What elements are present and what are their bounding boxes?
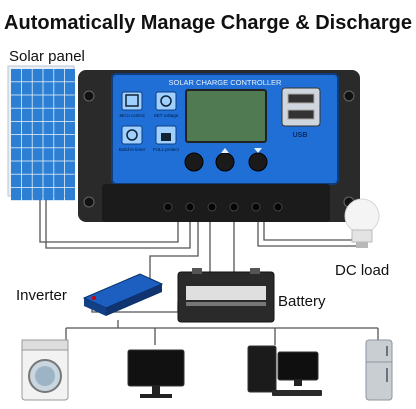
solar-cell xyxy=(21,121,32,135)
inverter-label: Inverter xyxy=(16,287,67,304)
solar-cell xyxy=(54,69,65,82)
solar-cell xyxy=(21,108,32,121)
solar-cell xyxy=(11,135,21,148)
battery-label: Battery xyxy=(278,293,326,310)
clock-icon xyxy=(126,129,138,141)
wires xyxy=(39,195,379,345)
charge-controller: SOLAR CHARGE CONTROLLER MCU control SET … xyxy=(78,70,360,222)
solar-cell xyxy=(21,148,32,161)
icon-label-mcu: MCU control xyxy=(119,113,144,118)
solar-cell xyxy=(43,187,54,201)
battery xyxy=(177,268,275,323)
solar-cell xyxy=(54,148,65,161)
solar-cell xyxy=(65,121,75,135)
solar-cell xyxy=(43,174,54,187)
solar-cell xyxy=(11,161,21,174)
solar-cell xyxy=(32,187,43,201)
chip-icon xyxy=(125,94,139,107)
solar-cell xyxy=(11,187,21,201)
solar-cell xyxy=(21,82,32,95)
solar-cell xyxy=(11,174,21,187)
solar-cell xyxy=(11,82,21,95)
solar-cell xyxy=(32,82,43,95)
gear-icon xyxy=(160,95,172,107)
desktop-computer xyxy=(247,345,322,396)
icon-label-timer: Build-in timer xyxy=(119,147,146,152)
solar-cell xyxy=(54,135,65,148)
up-button[interactable] xyxy=(215,152,235,172)
solar-cell xyxy=(54,82,65,95)
arrow-down-icon xyxy=(254,148,262,153)
refrigerator xyxy=(365,339,393,401)
lock-icon xyxy=(161,133,171,141)
solar-cell xyxy=(32,135,43,148)
icon-label-full: FULL protect xyxy=(153,147,180,152)
usb-ports: USB xyxy=(281,87,321,139)
arrow-up-icon xyxy=(221,148,229,153)
solar-cell xyxy=(43,69,54,82)
solar-cell xyxy=(11,148,21,161)
solar-cell xyxy=(65,161,75,174)
usb-label: USB xyxy=(293,132,308,139)
washing-machine xyxy=(21,339,69,401)
solar-cell xyxy=(43,135,54,148)
solar-cell xyxy=(11,69,21,82)
lcd-screen xyxy=(185,89,267,143)
solar-cell xyxy=(21,95,32,108)
solar-cell xyxy=(11,108,21,121)
solar-cell xyxy=(65,148,75,161)
solar-cell xyxy=(21,161,32,174)
solar-cell xyxy=(54,174,65,187)
solar-cell xyxy=(65,95,75,108)
solar-cell xyxy=(21,69,32,82)
dc-load-label: DC load xyxy=(335,262,390,279)
solar-cell xyxy=(32,174,43,187)
solar-cell xyxy=(43,95,54,108)
solar-cell xyxy=(32,148,43,161)
solar-cell xyxy=(32,69,43,82)
solar-cell xyxy=(32,121,43,135)
solar-cell xyxy=(21,174,32,187)
solar-cell xyxy=(65,187,75,201)
solar-cell xyxy=(54,108,65,121)
solar-cell xyxy=(65,108,75,121)
solar-cell xyxy=(21,135,32,148)
down-button[interactable] xyxy=(248,152,268,172)
solar-cell xyxy=(65,135,75,148)
menu-button[interactable] xyxy=(184,152,204,172)
solar-cell xyxy=(21,187,32,201)
inverter xyxy=(82,273,164,316)
solar-cell xyxy=(54,95,65,108)
solar-cell xyxy=(11,121,21,135)
solar-cell xyxy=(32,161,43,174)
terminals xyxy=(163,202,283,212)
solar-cell xyxy=(43,121,54,135)
solar-cell xyxy=(11,95,21,108)
solar-cell xyxy=(54,187,65,201)
solar-cell xyxy=(32,95,43,108)
controller-title: SOLAR CHARGE CONTROLLER xyxy=(169,78,283,87)
solar-cell xyxy=(43,108,54,121)
icon-tiles: MCU control SET voltage Build-in timer F… xyxy=(119,91,180,152)
solar-cell xyxy=(65,69,75,82)
light-bulb xyxy=(344,198,380,248)
headline: Automatically Manage Charge & Discharge xyxy=(4,12,412,34)
solar-cell xyxy=(65,174,75,187)
solar-panel xyxy=(7,65,75,201)
solar-cell xyxy=(54,121,65,135)
icon-label-set: SET voltage xyxy=(154,113,179,118)
monitor xyxy=(127,349,185,398)
solar-cell xyxy=(54,161,65,174)
solar-cell xyxy=(32,108,43,121)
solar-cells xyxy=(11,69,75,201)
solar-cell xyxy=(43,148,54,161)
solar-cell xyxy=(43,82,54,95)
solar-cell xyxy=(65,82,75,95)
solar-cell xyxy=(43,161,54,174)
solar-panel-label: Solar panel xyxy=(9,48,85,65)
